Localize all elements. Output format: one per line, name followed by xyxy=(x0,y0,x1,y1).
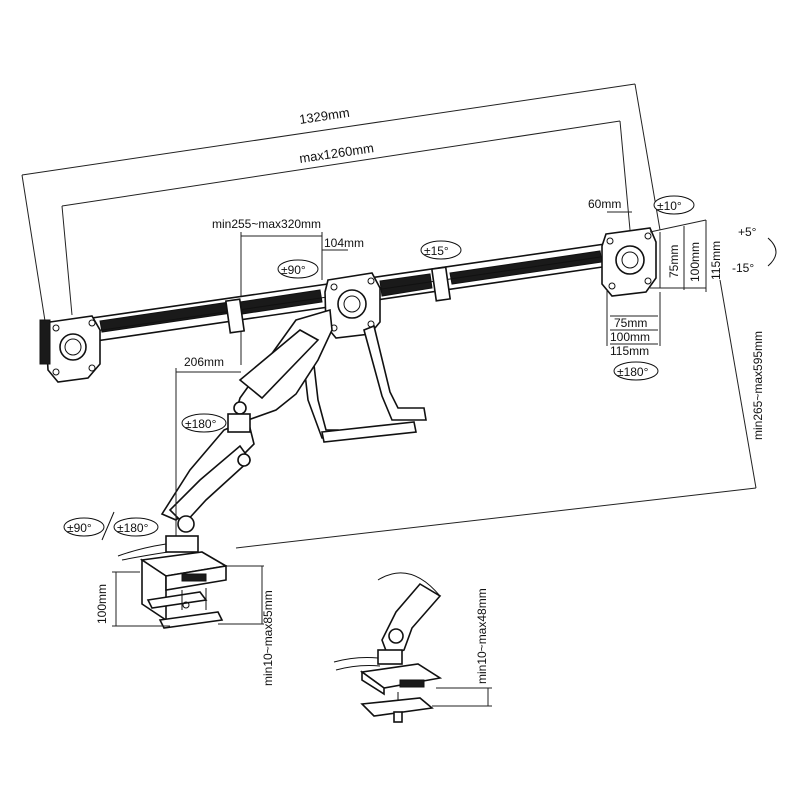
clamp-height-dimension: 100mm xyxy=(95,571,170,627)
vesa-spacing-dimension: 60mm xyxy=(588,197,632,213)
vesa-plate-right xyxy=(601,227,657,297)
base-swivel-b-label: ±180° xyxy=(117,521,149,535)
base-swivel-badges: ±90° ±180° xyxy=(63,511,159,541)
vesa-horizontal-100: 100mm xyxy=(610,330,650,344)
desk-clamp xyxy=(117,535,229,629)
arm-extension-label: min255~max320mm xyxy=(212,217,321,231)
tilt-side-label: ±10° xyxy=(657,199,682,213)
vesa-vertical-100: 100mm xyxy=(688,242,702,282)
arm-swivel-badge: ±180° xyxy=(181,413,227,433)
clamp-range-label: min10~max85mm xyxy=(261,590,275,686)
center-swivel-badge: ±90° xyxy=(277,259,319,279)
vesa-horizontal-115: 115mm xyxy=(610,344,649,358)
clamp-range-dimension: min10~max85mm xyxy=(218,565,275,686)
vesa-vertical-75: 75mm xyxy=(667,245,681,278)
overall-width-label: 1329mm xyxy=(298,105,350,127)
vesa-plate-left xyxy=(39,315,101,383)
clamp-height-label: 100mm xyxy=(95,584,109,624)
tilt-down-label: -15° xyxy=(732,261,754,275)
tilt-range-indicator: +5° -15° xyxy=(732,225,777,275)
gas-spring-arm xyxy=(160,308,333,533)
pole-depth-label: 206mm xyxy=(184,355,224,369)
rotate-180-right-label: ±180° xyxy=(617,365,649,379)
overall-width-dimension: 1329mm xyxy=(21,83,661,341)
center-tilt-label: ±15° xyxy=(424,244,449,258)
base-swivel-a-label: ±90° xyxy=(67,521,92,535)
height-range-dimension: min265~max595mm xyxy=(235,279,765,549)
grommet-mount-inset xyxy=(333,572,443,723)
max-width-label: max1260mm xyxy=(298,140,375,166)
center-swivel-label: ±90° xyxy=(281,263,306,277)
center-offset-label: 104mm xyxy=(324,236,364,250)
vesa-horizontal-75: 75mm xyxy=(614,316,647,330)
center-offset-dimension: 104mm xyxy=(322,236,364,251)
vesa-horizontal-dimensions: 75mm 100mm 115mm xyxy=(606,290,661,358)
grommet-range-dimension: min10~max48mm xyxy=(432,588,492,707)
tilt-up-label: +5° xyxy=(738,225,757,239)
tilt-side-badge: ±10° xyxy=(653,195,695,215)
pole-depth-dimension: 206mm xyxy=(175,355,241,545)
arm-swivel-label: ±180° xyxy=(185,417,217,431)
center-tilt-badge: ±15° xyxy=(420,240,462,260)
height-range-label: min265~max595mm xyxy=(751,331,765,440)
vesa-spacing-label: 60mm xyxy=(588,197,621,211)
rotate-180-right-badge: ±180° xyxy=(613,361,659,381)
grommet-range-label: min10~max48mm xyxy=(475,588,489,684)
vesa-vertical-dimensions: 75mm 100mm 115mm xyxy=(649,219,723,292)
vesa-vertical-115: 115mm xyxy=(709,241,723,280)
